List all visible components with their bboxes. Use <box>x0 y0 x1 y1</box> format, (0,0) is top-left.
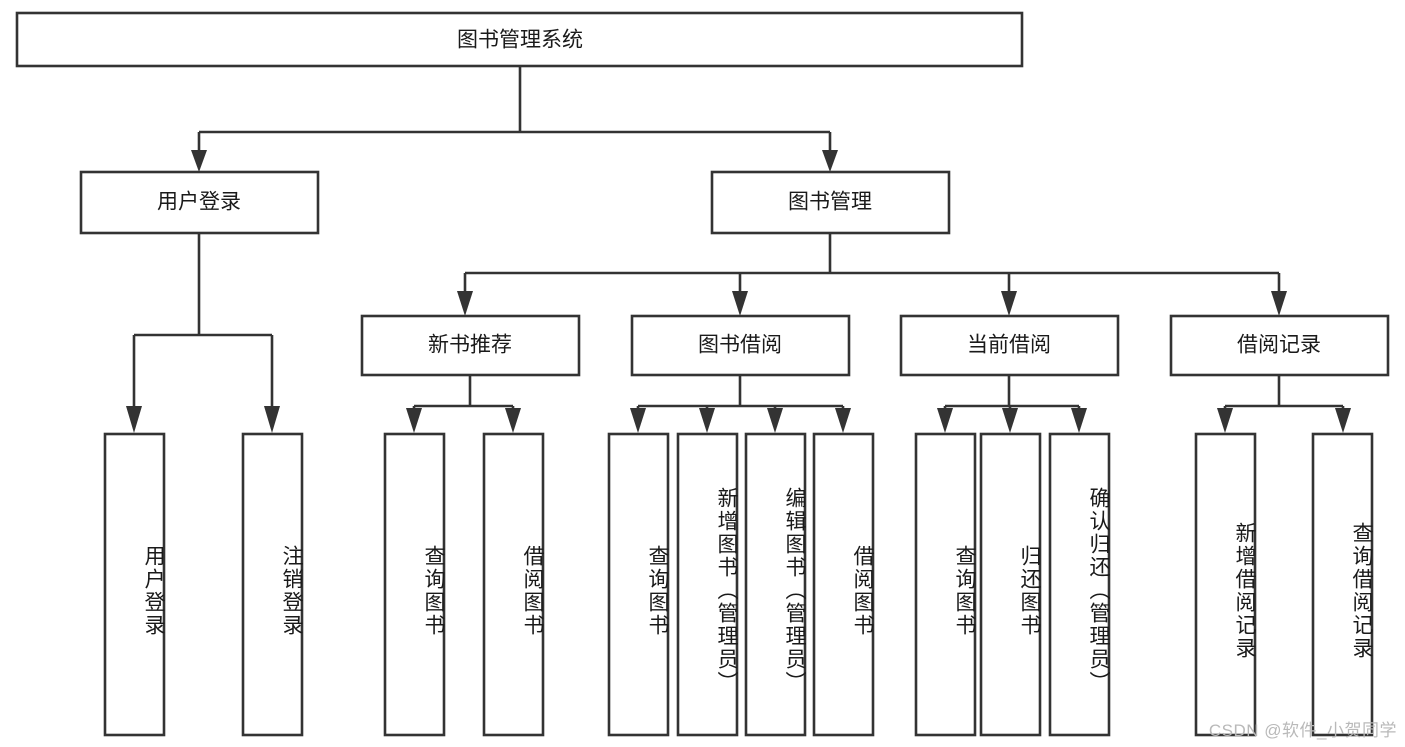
node-new-book-recommend-label: 新书推荐 <box>428 334 512 357</box>
arrow-head-leaf-query-record <box>1335 408 1351 433</box>
node-leaf-query-record[interactable] <box>1311 432 1374 737</box>
arrow-head-new-book-recommend <box>457 291 473 316</box>
arrow-head-leaf-user-logout <box>264 406 280 433</box>
arrow-head-leaf-query-book-1 <box>406 408 422 433</box>
node-leaf-query-book-3[interactable] <box>914 432 977 737</box>
arrow-head-book-manage <box>822 150 838 172</box>
connectors-layer <box>126 66 1351 433</box>
node-borrow-record[interactable] <box>1169 314 1390 377</box>
node-leaf-return-book[interactable] <box>979 432 1042 737</box>
node-leaf-user-logout[interactable] <box>241 432 304 737</box>
arrow-head-book-borrow <box>732 291 748 316</box>
node-leaf-edit-book[interactable] <box>744 432 807 737</box>
arrow-head-leaf-query-book-3 <box>937 408 953 433</box>
arrow-head-leaf-borrow-book-1 <box>505 408 521 433</box>
node-book-manage-label: 图书管理 <box>788 191 872 214</box>
node-leaf-user-login[interactable] <box>103 432 166 737</box>
node-root[interactable] <box>15 11 1024 68</box>
arrow-head-leaf-add-book <box>699 408 715 433</box>
watermark-text: CSDN @软件_小贺同学 <box>1208 721 1397 740</box>
node-leaf-borrow-book-1[interactable] <box>482 432 545 737</box>
node-book-manage[interactable] <box>710 170 951 235</box>
node-current-borrow-label: 当前借阅 <box>967 334 1051 357</box>
node-user-login[interactable] <box>79 170 320 235</box>
arrow-head-leaf-user-login <box>126 406 142 433</box>
node-book-borrow[interactable] <box>630 314 851 377</box>
node-leaf-query-book-2[interactable] <box>607 432 670 737</box>
node-leaf-query-book-1[interactable] <box>383 432 446 737</box>
arrow-head-leaf-return-book <box>1002 408 1018 433</box>
arrow-head-leaf-edit-book <box>767 408 783 433</box>
nodes-layer: 图书管理系统 用户登录 图书管理 新书推荐 图书借阅 当前借阅 借阅记录 <box>15 11 1390 737</box>
node-user-login-label: 用户登录 <box>157 191 241 214</box>
node-leaf-add-book[interactable] <box>676 432 739 737</box>
arrow-head-leaf-add-record <box>1217 408 1233 433</box>
arrow-head-user-login <box>191 150 207 172</box>
node-leaf-borrow-book-2[interactable] <box>812 432 875 737</box>
node-new-book-recommend[interactable] <box>360 314 581 377</box>
arrow-head-leaf-borrow-book-2 <box>835 408 851 433</box>
node-book-borrow-label: 图书借阅 <box>698 334 782 357</box>
arrow-head-borrow-record <box>1271 291 1287 316</box>
node-leaf-add-record[interactable] <box>1194 432 1257 737</box>
node-current-borrow[interactable] <box>899 314 1120 377</box>
node-root-label: 图书管理系统 <box>457 29 583 52</box>
node-leaf-confirm-return[interactable] <box>1048 432 1111 737</box>
arrow-head-leaf-query-book-2 <box>630 408 646 433</box>
arrow-head-current-borrow <box>1001 291 1017 316</box>
arrow-head-leaf-confirm-return <box>1071 408 1087 433</box>
node-borrow-record-label: 借阅记录 <box>1237 334 1321 357</box>
